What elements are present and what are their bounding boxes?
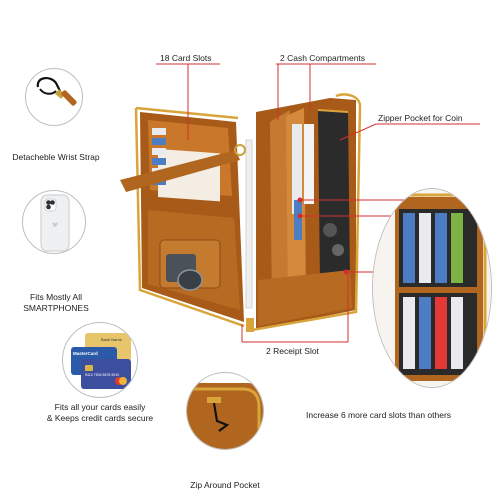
smartphones-label-line2: SMARTPHONES (23, 303, 89, 313)
card-slots-callout: 18 Card Slots (160, 53, 212, 63)
wallet-left-panel (134, 106, 245, 328)
zip-pocket-circle (186, 372, 264, 450)
card-brand-text: MasterCard (73, 351, 98, 356)
wrist-strap-label: Detacheble Wrist Strap (12, 152, 100, 162)
zipper-pocket-callout: Zipper Pocket for Coin (378, 113, 463, 123)
wallet-right-panel (251, 93, 362, 332)
smartphone-image (40, 194, 70, 252)
zip-around-label: Zip Around Pocket (190, 480, 260, 490)
zipper-pull (246, 318, 254, 332)
card-number-text: 5412 7534 5678 9010 (85, 373, 120, 377)
cash-compartments-callout: 2 Cash Compartments (280, 53, 366, 63)
wrist-strap-image (36, 77, 77, 106)
pen (245, 139, 253, 309)
smartphones-label-line1: Fits Mostly All (30, 292, 82, 302)
card-slots-closeup-circle (372, 188, 492, 388)
more-slots-label: Increase 6 more card slots than others (306, 410, 452, 420)
bank-name-text: Bank Name (101, 337, 122, 342)
wrist-strap-circle (25, 68, 83, 126)
smartphone-circle (22, 190, 86, 254)
card-slots-closeup-image (373, 189, 491, 387)
credit-cards-image (71, 333, 131, 389)
cards-label-line1: Fits all your cards easily (54, 402, 146, 412)
cards-label-line2: & Keeps credit cards secure (46, 413, 154, 423)
zip-pocket-image (187, 383, 263, 449)
wrist-strap (120, 150, 240, 192)
credit-cards-circle: Bank Name MasterCard 5412 7534 5678 9010 (62, 322, 138, 398)
receipt-slot-callout: 2 Receipt Slot (266, 346, 319, 356)
